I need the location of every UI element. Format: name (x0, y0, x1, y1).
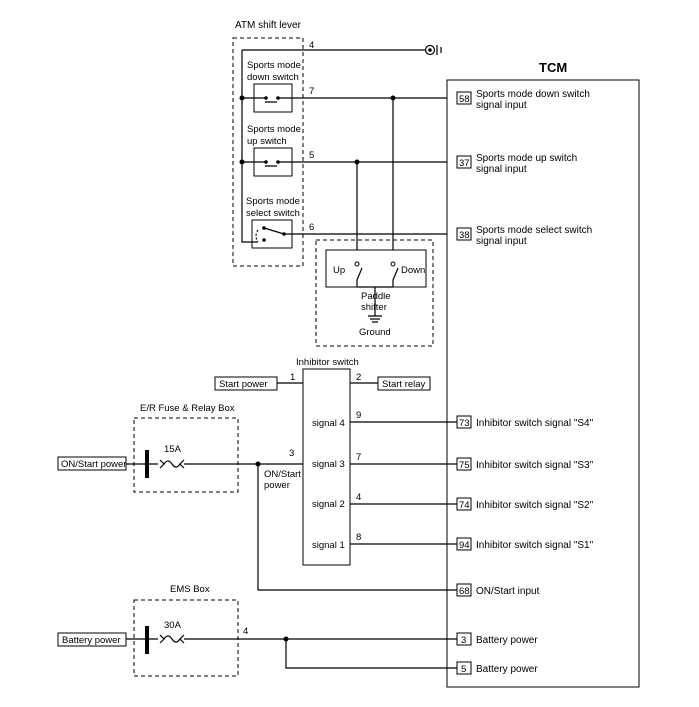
signal-3-label: signal 3 (312, 459, 345, 470)
paddle-shifter: Up Down Paddle shifter Ground (315, 239, 434, 347)
tcm-batt-label-1: Battery power (476, 635, 538, 646)
inhibitor-pin-1: 1 (290, 372, 295, 383)
pin-74: 74 (459, 500, 470, 511)
pin-3: 3 (461, 635, 466, 646)
paddle-label-1: Paddle (361, 291, 391, 302)
fuse-block-icon (145, 450, 149, 478)
tcm-down-label-1: Sports mode down switch (476, 89, 590, 100)
signal-4-label: signal 4 (312, 418, 345, 429)
paddle-label-2: shifter (361, 302, 387, 313)
fuse-30a-icon (163, 635, 181, 643)
wire-5-label: 5 (309, 150, 314, 161)
atm-title: ATM shift lever (235, 20, 302, 31)
ems-box: EMS Box Battery power 30A 4 (57, 584, 457, 677)
pin-68: 68 (459, 586, 470, 597)
tcm-s2-label: Inhibitor switch signal "S2" (476, 500, 594, 511)
er-enclosure (133, 417, 239, 493)
tcm-s1-label: Inhibitor switch signal "S1" (476, 540, 594, 551)
inhibitor-pin-3: 3 (289, 448, 294, 459)
inhibitor-box (302, 368, 351, 566)
fuse-block-icon-2 (145, 626, 149, 654)
inhibitor-title: Inhibitor switch (296, 357, 359, 368)
tcm-on-start-label: ON/Start input (476, 586, 540, 597)
tcm-up-label-1: Sports mode up switch (476, 153, 577, 164)
ground-icon (368, 315, 382, 323)
inhibitor-pin-2: 2 (356, 372, 361, 383)
atm-enclosure (232, 37, 304, 267)
pin-73: 73 (459, 418, 470, 429)
select-switch-label-2: select switch (246, 208, 300, 219)
pin-37: 37 (459, 158, 470, 169)
tcm-select-label-2: signal input (476, 236, 527, 247)
wire-4-label: 4 (309, 40, 314, 51)
down-switch-contacts (242, 97, 292, 103)
tcm-up-label-2: signal input (476, 164, 527, 175)
pin-94: 94 (459, 540, 470, 551)
tcm-title: TCM (539, 60, 567, 75)
paddle-down-switch (392, 267, 399, 287)
atm-shift-lever: ATM shift lever Sports mode down switch … (232, 20, 442, 267)
pin-75: 75 (459, 460, 470, 471)
start-power-label: Start power (219, 379, 268, 390)
start-relay-label: Start relay (382, 379, 426, 390)
paddle-up-switch (356, 267, 363, 287)
paddle-box (325, 249, 427, 288)
ems-wire-label: 4 (243, 626, 248, 637)
er-fuse-relay-box: E/R Fuse & Relay Box ON/Start power 15A (57, 403, 457, 591)
paddle-enclosure (315, 239, 434, 347)
tcm-batt-label-2: Battery power (476, 664, 538, 675)
on-start-power-label-2: power (264, 480, 290, 491)
inhibitor-pin-7: 7 (356, 452, 361, 463)
on-start-input-wire (257, 464, 457, 591)
fuse-15a-icon (163, 460, 181, 468)
tcm-module: TCM 58 Sports mode down switch signal in… (446, 60, 640, 688)
inhibitor-pin-4: 4 (356, 492, 361, 503)
up-switch-contacts (242, 161, 292, 167)
down-switch-label-1: Sports mode (247, 60, 301, 71)
on-start-power-label-1: ON/Start (264, 469, 301, 480)
down-switch-label-2: down switch (247, 72, 299, 83)
tcm-box (446, 79, 640, 688)
signal-2-label: signal 2 (312, 499, 345, 510)
er-box-title: E/R Fuse & Relay Box (140, 403, 235, 414)
up-switch-label-2: up switch (247, 136, 287, 147)
inhibitor-switch: Inhibitor switch Start power 1 2 Start r… (214, 357, 457, 566)
tcm-s3-label: Inhibitor switch signal "S3" (476, 460, 594, 471)
paddle-up-label: Up (333, 265, 345, 276)
start-relay-box (377, 376, 431, 391)
ems-fuse-label: 30A (164, 620, 182, 631)
tcm-s4-label: Inhibitor switch signal "S4" (476, 418, 594, 429)
lever-common-bus (241, 50, 258, 243)
er-fuse-label: 15A (164, 444, 182, 455)
up-switch-label-1: Sports mode (247, 124, 301, 135)
wire-6-label: 6 (309, 222, 314, 233)
select-switch-lever (263, 227, 303, 235)
paddle-down-label: Down (401, 265, 425, 276)
battery-branch-wire (285, 639, 457, 669)
tcm-down-label-2: signal input (476, 100, 527, 111)
ems-enclosure (133, 599, 239, 677)
wire-7-label: 7 (309, 86, 314, 97)
pin-58: 58 (459, 94, 470, 105)
lever-signal-wires: 7 5 6 (292, 86, 457, 262)
inhibitor-pin-8: 8 (356, 532, 361, 543)
pin-5: 5 (461, 664, 466, 675)
ems-source-label: Battery power (62, 635, 121, 646)
select-switch-label-1: Sports mode (246, 196, 300, 207)
inhibitor-pin-9: 9 (356, 410, 361, 421)
er-source-label: ON/Start power (61, 459, 126, 470)
pin-38: 38 (459, 230, 470, 241)
ems-box-title: EMS Box (170, 584, 210, 595)
tcm-select-label-1: Sports mode select switch (476, 225, 592, 236)
paddle-ground-label: Ground (359, 327, 391, 338)
signal-1-label: signal 1 (312, 540, 345, 551)
